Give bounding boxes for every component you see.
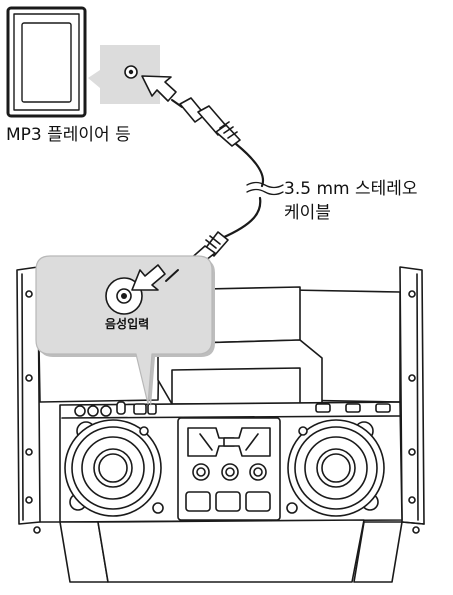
stereo-cable [220,142,284,240]
insert-arrow-top [141,75,177,102]
port-label: 음성입력 [105,317,150,331]
insert-arrow-bottom [131,264,166,291]
mp3-player-device [6,6,87,118]
cable-label-line1: 3.5 mm 스테레오 [284,179,418,199]
port-callout [35,255,215,407]
speaker-system [16,266,425,583]
cable-label-line2: 케이블 [284,203,331,223]
top-plug [171,97,241,147]
device-label: MP3 플레이어 등 [6,125,131,145]
device-jack-callout [88,45,160,104]
